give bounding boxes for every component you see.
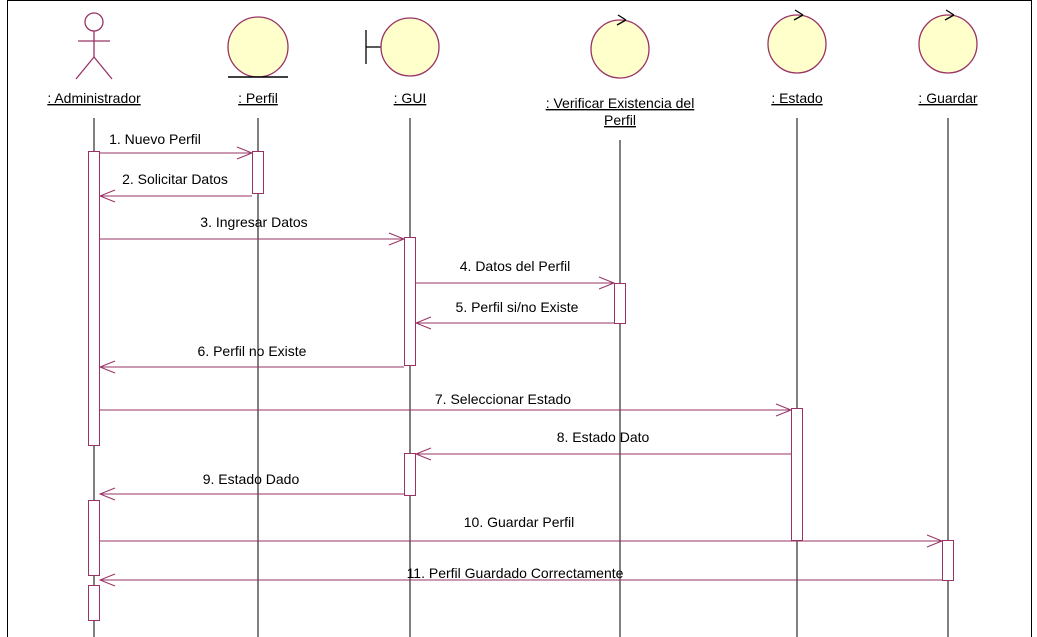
- activation-bar-gui: [404, 453, 416, 496]
- message-3: [100, 232, 406, 246]
- lifeline-guardar: : Guardar: [918, 9, 978, 637]
- message-4: [416, 276, 616, 290]
- message-1: [100, 146, 254, 160]
- lifeline-label: : Perfil: [238, 90, 278, 106]
- control-icon: [918, 9, 978, 74]
- lifeline-label: : Estado: [771, 90, 823, 106]
- activation-bar-administrador: [88, 500, 100, 576]
- message-label: 4. Datos del Perfil: [460, 258, 571, 274]
- boundary-icon: [365, 17, 440, 77]
- message-label: 6. Perfil no Existe: [198, 343, 307, 359]
- message-7: [100, 403, 793, 417]
- message-label: 11. Perfil Guardado Correctamente: [407, 565, 624, 581]
- message-11: [98, 573, 942, 587]
- activation-bar-verificar: [614, 283, 626, 324]
- message-label: 9. Estado Dado: [203, 471, 300, 487]
- message-8: [414, 447, 791, 461]
- message-label: 5. Perfil si/no Existe: [456, 299, 579, 315]
- activation-bar-administrador: [88, 585, 100, 621]
- activation-bar-perfil: [252, 151, 264, 194]
- control-icon: [590, 14, 650, 79]
- message-9: [98, 487, 404, 501]
- diagram-frame: [7, 0, 1032, 637]
- activation-bar-guardar: [942, 540, 954, 581]
- actor-icon: [75, 12, 113, 80]
- activation-bar-administrador: [88, 151, 100, 446]
- lifeline-label: : Guardar: [918, 90, 977, 106]
- entity-icon: [227, 16, 289, 78]
- activation-bar-gui: [404, 237, 416, 366]
- message-6: [98, 360, 404, 374]
- message-label: 8. Estado Dato: [557, 429, 650, 445]
- lifeline-label: : GUI: [394, 90, 427, 106]
- lifeline-label: : Administrador: [47, 90, 141, 106]
- lifeline-gui: : GUI: [365, 17, 440, 637]
- lifeline-label-line-2: Perfil: [604, 112, 636, 128]
- message-label: 3. Ingresar Datos: [200, 214, 307, 230]
- message-label: 7. Seleccionar Estado: [435, 391, 571, 407]
- activation-bar-estado: [791, 408, 803, 541]
- control-icon: [767, 9, 827, 74]
- lifeline-estado: : Estado: [767, 9, 827, 637]
- lifeline-verificar: : Verificar Existencia del Perfil: [546, 14, 695, 637]
- message-label: 1. Nuevo Perfil: [109, 131, 201, 147]
- message-5: [414, 316, 614, 330]
- message-label: 2. Solicitar Datos: [122, 171, 228, 187]
- message-10: [100, 534, 944, 548]
- lifeline-perfil: : Perfil: [227, 16, 289, 637]
- message-2: [98, 189, 252, 203]
- message-label: 10. Guardar Perfil: [464, 514, 575, 530]
- lifeline-label-line-1: : Verificar Existencia del: [546, 95, 695, 111]
